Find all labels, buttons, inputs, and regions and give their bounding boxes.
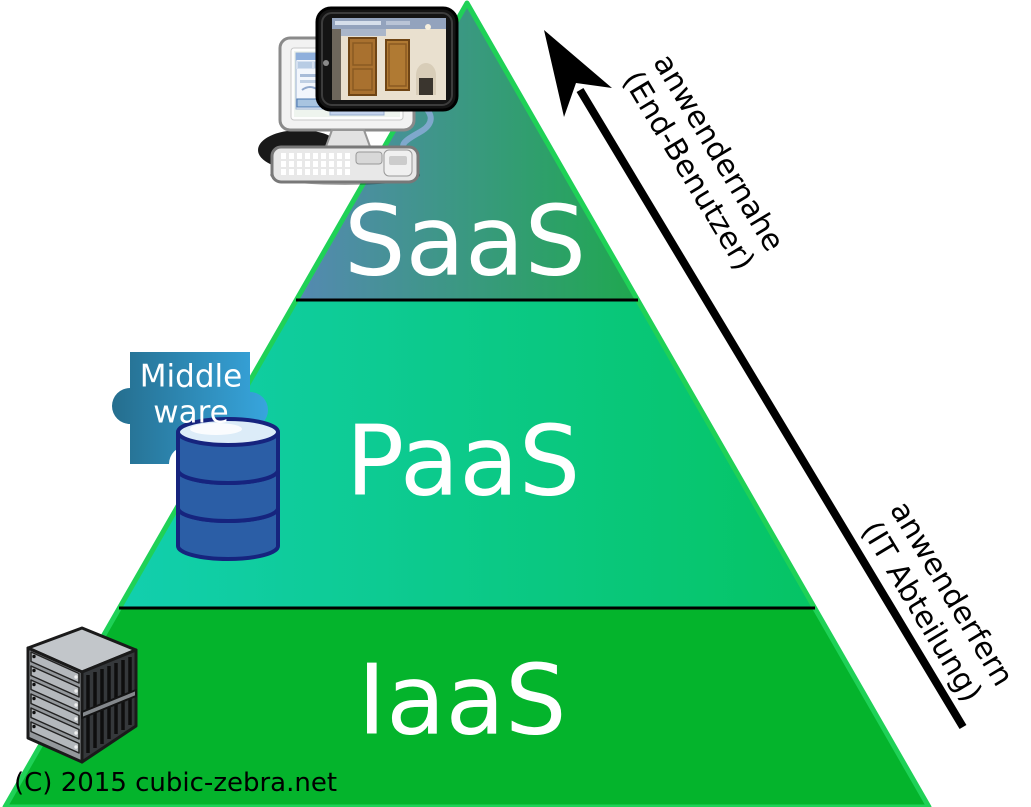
paas-label: PaaS [345, 404, 581, 518]
paas-layer-shape [119, 300, 815, 608]
copyright-text: (C) 2015 cubic-zebra.net [14, 768, 338, 798]
database-icon [176, 417, 280, 561]
middleware-label-line2: ware [153, 395, 229, 431]
arrow-shaft [576, 87, 967, 730]
iaas-label: IaaS [357, 643, 567, 757]
axis-arrow [544, 30, 967, 730]
computer-icon [258, 6, 459, 185]
keyboard [270, 145, 420, 184]
server-icon [26, 626, 138, 764]
middleware-label-line1: Middle [139, 358, 243, 395]
saas-layer-shape [296, 3, 638, 300]
pyramid [2, 0, 932, 807]
middleware-label: Middle ware [140, 359, 242, 432]
arrow-head [544, 30, 612, 117]
camera-dot-icon [323, 60, 329, 66]
saas-label: SaaS [343, 184, 587, 298]
photo-frame [315, 6, 459, 112]
iaas-layer-shape [5, 608, 929, 807]
